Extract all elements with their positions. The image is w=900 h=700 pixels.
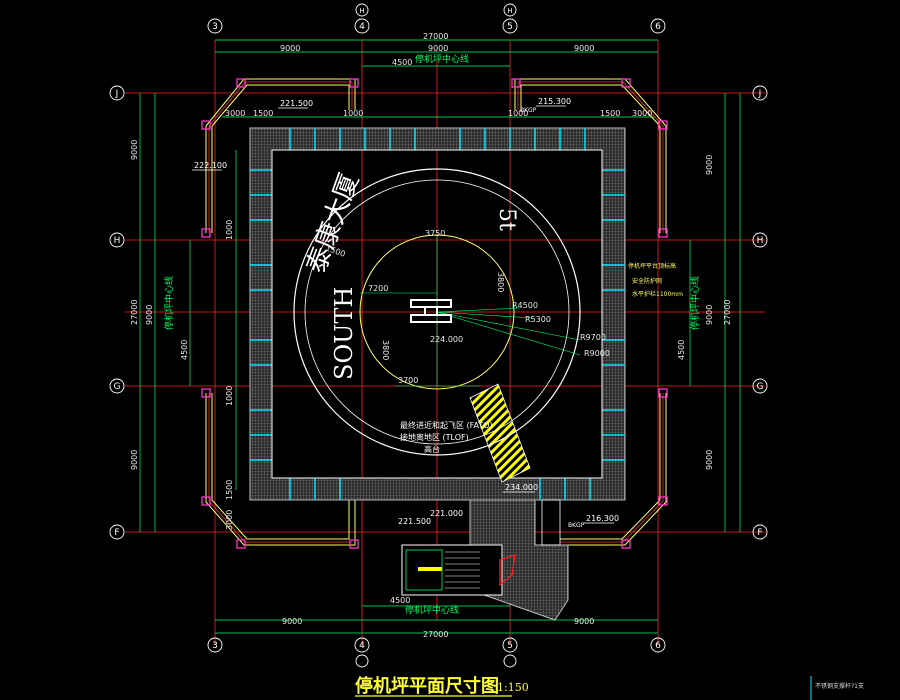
grid-right-h: H [757,236,764,246]
grid-left-f: F [114,528,119,538]
grid-right-g: G [757,382,764,392]
dim-right-bay-1: 9000 [705,155,714,175]
helipad-h-mark [410,299,452,323]
fato-inner-circle [304,179,570,445]
bkgp-label-1: BKGP [520,107,537,114]
level-sw1: 221.500 [398,517,431,526]
dim-3800b: 3800 [381,340,390,360]
access-ramp-stripes [469,383,531,483]
dim-bot-bay-1: 9000 [282,617,302,626]
dim-r5300: R5300 [525,315,551,324]
grid-left-j: J [115,89,119,99]
grid-left-g: G [114,382,121,392]
grid-right-f: F [757,528,762,538]
note-bottom-centerline: 停机坪中心线 [405,604,459,616]
note-2: 安全防护网 [632,277,662,285]
dim-top-1000-r: 1000 [508,109,528,118]
note-left-centerline: 停机坪中心线 [163,276,175,330]
outer-frame [205,78,667,546]
dim-left-1500: 1500 [225,480,234,500]
dim-top-1500-r: 1500 [600,109,620,118]
dim-7200: 7200 [368,284,388,293]
dim-3800a: 3800 [496,272,505,292]
drawing-title: 停机坪平面尺寸图 [355,675,499,697]
grid-top-small-1: H [359,7,364,15]
dim-right-bay-3: 9000 [705,450,714,470]
dim-left-total: 27000 [130,300,139,325]
bkgp-label-2: BKGP [568,522,585,529]
band-ticks [250,128,625,500]
drawing-scale: 1:150 [497,681,529,694]
grid-left-h: H [114,236,121,246]
grid-top-5: 5 [507,22,513,32]
stair-annex [401,499,569,621]
dimension-lines [139,39,741,634]
dim-left-bay-1: 9000 [130,140,139,160]
dim-bot-bay-3: 9000 [574,617,594,626]
info-line-3: 高台 [424,444,440,454]
dim-r9000: R9000 [584,349,610,358]
level-se: 216.300 [586,514,619,523]
dim-top-total: 27000 [423,32,448,41]
level-w: 222.100 [194,161,227,170]
dim-left-3000: 3000 [225,510,234,530]
grid-right-j: J [758,89,762,99]
dim-left-1000b: 1000 [225,386,234,406]
column-markers [201,78,668,549]
note-top-centerline: 停机坪中心线 [415,53,469,65]
note-3: 水平护栏1100mm [632,290,683,298]
dim-bot-total: 27000 [423,630,448,639]
dim-top-half: 4500 [392,58,412,67]
dim-top-1500-l: 1500 [253,109,273,118]
platform-edge [271,149,603,479]
char-1: 泰康大厦 [301,169,365,277]
grid-bot-3: 3 [212,641,218,651]
level-sw2: 221.000 [430,509,463,518]
level-center: 224.000 [430,335,463,344]
dim-top-3000-r: 3000 [632,109,652,118]
grid-top-6: 6 [655,22,661,32]
dim-left-1000a: 1000 [225,220,234,240]
dim-top-bay-2: 9000 [428,44,448,53]
dim-r9700: R9700 [580,333,606,342]
grid-bot-4: 4 [359,641,365,651]
heading-mark: SOUTH [330,287,358,380]
dim-bot-half: 4500 [390,596,410,605]
level-ne: 215.300 [538,97,571,106]
grid-bot-5: 5 [507,641,513,651]
level-nw: 221.500 [280,99,313,108]
dim-right-half: 4500 [677,340,686,360]
grid-bot-6: 6 [655,641,661,651]
grid-top-4: 4 [359,22,365,32]
dim-top-3000-l: 3000 [225,109,245,118]
dim-left-half: 4500 [180,340,189,360]
note-1: 停机坪平台顶标高 [628,262,676,270]
dim-left-bay-2: 9000 [145,305,154,325]
dim-r4500: R4500 [512,301,538,310]
note-right-centerline: 停机坪中心线 [689,276,701,330]
grid-top-small-2: H [507,7,512,15]
dim-right-bay-2: 9000 [705,305,714,325]
level-south: 234.000 [505,483,538,492]
dim-3750: 3750 [425,229,445,238]
info-line-2: 接地离地区 (TLOF) [400,432,469,442]
grid-top-3: 3 [212,22,218,32]
dim-top-1000-l: 1000 [343,109,363,118]
note-bottom-right: 不锈钢支撑杆?1支 [815,682,864,690]
dim-left-bay-3: 9000 [130,450,139,470]
fato-outer-circle [293,168,581,456]
dim-top-bay-1: 9000 [280,44,300,53]
info-line-1: 最终进近和起飞区 (FATO) [400,420,493,430]
dim-top-bay-3: 9000 [574,44,594,53]
center-dim-lines [360,235,581,387]
dim-right-total: 27000 [723,300,732,325]
dim-3700: 3700 [398,376,418,385]
building-name-mark: 泰康大厦 [301,169,365,277]
weight-mark: 5t [494,208,519,231]
